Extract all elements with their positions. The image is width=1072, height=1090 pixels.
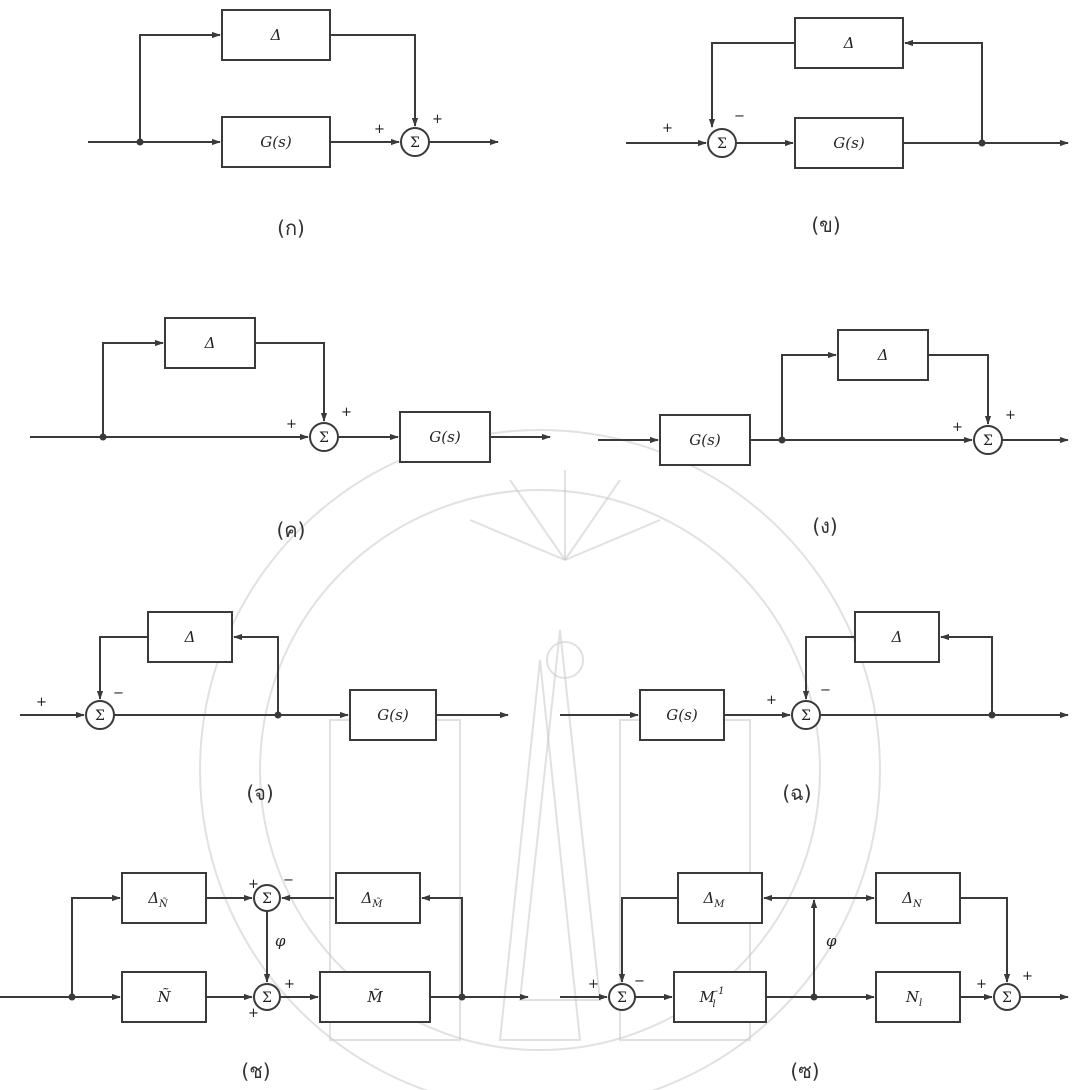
phi-label: φ [275,932,286,950]
delta-n-block [122,873,206,923]
diagram-a: Δ G(s) Σ + + (ก) [88,10,498,240]
delta-m-block [678,873,762,923]
diagram-f: G(s) Δ Σ + − (ฉ) [560,612,1068,805]
plus-sign: + [662,121,673,136]
plus-sign: + [952,420,963,435]
minus-sign: − [113,686,124,701]
sigma-label: Σ [95,708,105,724]
plus-sign: + [374,122,385,137]
plus-sign: + [976,977,987,992]
sigma-label: Σ [262,891,272,907]
plus-sign: + [432,112,443,127]
phi-label: φ [826,932,837,950]
diagram-e: Δ G(s) Σ + − (จ) [20,612,508,805]
plus-sign: + [1022,969,1033,984]
caption-b: (ข) [811,213,840,237]
diagram-g-coprime-left: ΔÑ Ñ ΔM̃ M̃ Σ Σ + − + + φ (ช) [0,873,528,1083]
delta-label: Δ [204,334,216,352]
delta-label: Δ [843,34,855,52]
sigma-label: Σ [262,990,272,1006]
g-label: G(s) [429,428,461,446]
g-label: G(s) [666,706,698,724]
minus-sign: − [283,873,294,888]
plus-sign: + [284,977,295,992]
plus-sign: + [341,405,352,420]
sigma-label: Σ [319,430,329,446]
delta-label: Δ [891,628,903,646]
plus-sign: + [36,695,47,710]
delta-label: Δ [877,346,889,364]
caption-f: (ฉ) [782,781,811,805]
plus-sign: + [1005,408,1016,423]
sigma-label: Σ [617,990,627,1006]
minus-sign: − [734,109,745,124]
caption-c: (ค) [277,518,306,542]
sigma-label: Σ [1002,990,1012,1006]
g-label: G(s) [833,134,865,152]
plus-sign: + [588,977,599,992]
g-label: G(s) [260,133,292,151]
delta-label: Δ [184,628,196,646]
delta-label: Δ [270,26,282,44]
sigma-label: Σ [717,136,727,152]
diagram-b: Δ G(s) Σ + − (ข) [626,18,1068,237]
m-inverse-block [674,972,766,1022]
caption-d: (ง) [812,514,837,538]
caption-g: (ช) [241,1059,270,1083]
minus-sign: − [634,974,645,989]
plus-sign: + [248,1006,259,1021]
caption-e: (จ) [246,781,273,805]
g-label: G(s) [377,706,409,724]
diagram-d: G(s) Δ Σ + + (ง) [598,330,1068,538]
plus-sign: + [766,693,777,708]
g-label: G(s) [689,431,721,449]
diagram-c: Δ G(s) Σ + + (ค) [30,318,550,542]
minus-sign: − [820,683,831,698]
sigma-label: Σ [410,135,420,151]
m-tilde-label: M̃ [366,988,383,1006]
plus-sign: + [248,877,259,892]
delta-n-block [876,873,960,923]
caption-h: (ซ) [790,1059,819,1083]
plus-sign: + [286,417,297,432]
delta-m-block [336,873,420,923]
sigma-label: Σ [801,708,811,724]
caption-a: (ก) [277,216,305,240]
sigma-label: Σ [983,433,993,449]
n-tilde-label: Ñ [156,988,171,1006]
